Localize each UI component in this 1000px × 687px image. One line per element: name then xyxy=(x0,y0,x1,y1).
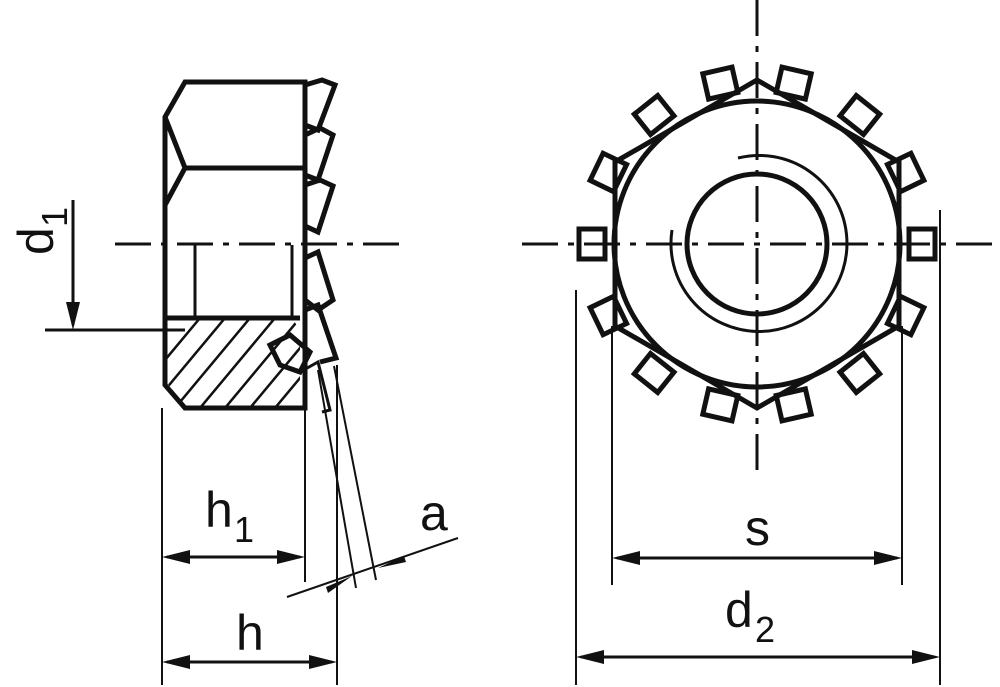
label-d1-sub: 1 xyxy=(34,207,75,227)
label-a: a xyxy=(420,485,448,541)
d2-arrow-right xyxy=(912,650,940,664)
a-dimension-line xyxy=(286,537,459,598)
label-s: s xyxy=(745,500,770,556)
label-d2-sub: 2 xyxy=(755,609,775,650)
thread-arc xyxy=(669,153,849,333)
label-d1-main: d xyxy=(8,227,64,255)
label-h1-main: h xyxy=(205,482,233,538)
nut-hexagon xyxy=(612,77,902,411)
hex-face-line-2 xyxy=(162,116,188,207)
h-arrow-left xyxy=(162,655,190,669)
label-h1-sub: 1 xyxy=(234,509,254,550)
washer-tooth xyxy=(773,385,815,424)
washer-tooth xyxy=(630,349,678,397)
h1-arrow-right xyxy=(277,550,305,564)
a-arrow-left xyxy=(326,576,352,593)
d1-arrow xyxy=(66,302,80,330)
side-view xyxy=(45,77,459,685)
washer-tooth xyxy=(836,349,884,397)
a-ext-line-1 xyxy=(317,369,357,589)
section-hatching xyxy=(165,318,300,408)
front-view xyxy=(522,0,1000,685)
label-d2-main: d xyxy=(725,582,753,638)
h1-arrow-left xyxy=(162,550,190,564)
a-arrow-right xyxy=(378,556,406,568)
washer-tooth xyxy=(836,91,884,139)
label-h: h xyxy=(236,605,264,661)
s-arrow-left xyxy=(612,551,640,565)
a-ext-line-2 xyxy=(333,365,377,581)
d2-arrow-left xyxy=(576,650,604,664)
label-d2: d 2 xyxy=(725,582,775,650)
label-h1: h 1 xyxy=(205,482,254,550)
washer-tooth xyxy=(630,91,678,139)
s-arrow-right xyxy=(874,551,902,565)
h-arrow-right xyxy=(309,655,337,669)
washer-tooth xyxy=(699,64,741,103)
label-d1: d 1 xyxy=(8,207,75,255)
